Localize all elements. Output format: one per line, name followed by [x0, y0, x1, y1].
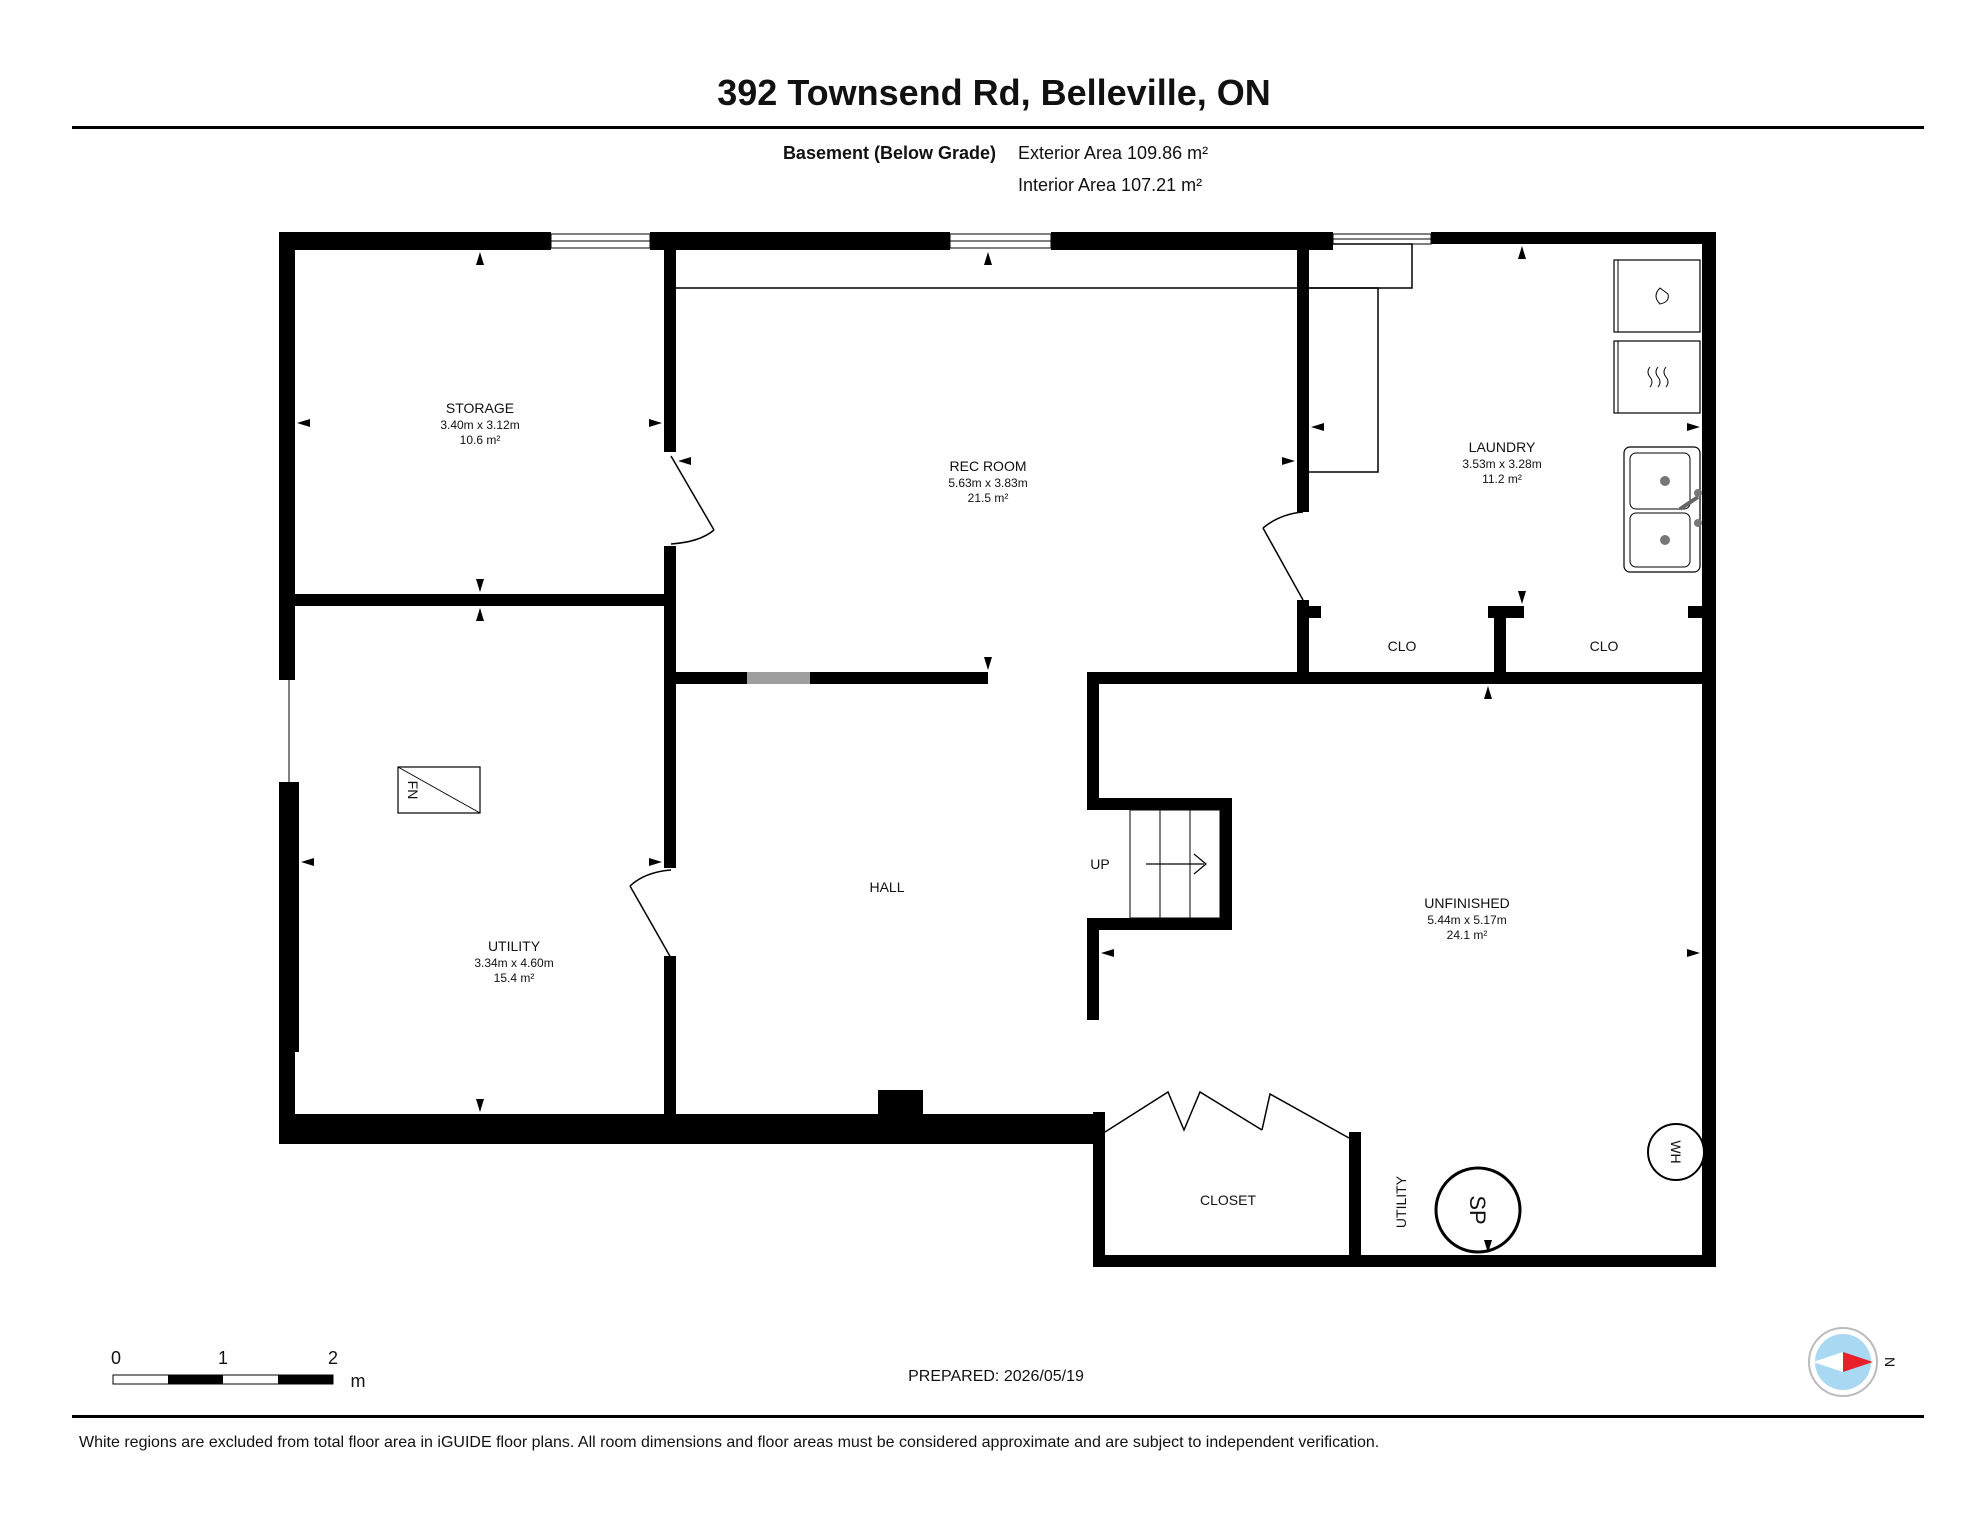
- rec-room-dims: 5.63m x 3.83m: [948, 476, 1027, 490]
- prepared-date: PREPARED: 2026/05/19: [908, 1368, 1084, 1385]
- utility-area: 15.4 m²: [494, 971, 535, 985]
- sump-pump-label: SP: [1465, 1195, 1490, 1224]
- exterior-area: Exterior Area 109.86 m²: [1018, 143, 1208, 163]
- utility-name: UTILITY: [488, 938, 541, 954]
- windows: [281, 233, 1432, 782]
- clo-2-name: CLO: [1590, 638, 1619, 654]
- walls: [279, 232, 1716, 1267]
- scale-label-0: 0: [111, 1348, 121, 1368]
- rec-room-area: 21.5 m²: [968, 491, 1009, 505]
- scale-unit: m: [351, 1371, 366, 1391]
- sump-pump-icon: [1434, 1166, 1522, 1254]
- interior-area: Interior Area 107.21 m²: [1018, 175, 1202, 195]
- footer-divider: [72, 1415, 1924, 1418]
- scale-label-2: 2: [328, 1348, 338, 1368]
- furnace-icon: [397, 766, 481, 814]
- storage-dims: 3.40m x 3.12m: [440, 418, 519, 432]
- laundry-shelf: [1309, 243, 1413, 289]
- furnace-label: FN: [405, 781, 421, 800]
- closet-name: CLOSET: [1200, 1192, 1256, 1208]
- scale-label-1: 1: [218, 1348, 228, 1368]
- unfinished-area: 24.1 m²: [1447, 928, 1488, 942]
- utility-dims: 3.34m x 4.60m: [474, 956, 553, 970]
- storage-name: STORAGE: [446, 400, 514, 416]
- title-divider: [72, 126, 1924, 129]
- compass-icon: [1808, 1327, 1878, 1397]
- clo-1-name: CLO: [1388, 638, 1417, 654]
- floor-name: Basement (Below Grade): [783, 143, 996, 163]
- dryer-icon: [1613, 340, 1701, 414]
- laundry-dims: 3.53m x 3.28m: [1462, 457, 1541, 471]
- rec-room-name: REC ROOM: [950, 458, 1027, 474]
- disclaimer: White regions are excluded from total fl…: [79, 1434, 1379, 1451]
- compass-label: N: [1882, 1357, 1898, 1367]
- unfinished-dims: 5.44m x 5.17m: [1427, 913, 1506, 927]
- unfinished-name: UNFINISHED: [1424, 895, 1510, 911]
- water-heater-icon: [1647, 1123, 1705, 1181]
- page-title: 392 Townsend Rd, Belleville, ON: [717, 72, 1270, 113]
- hall-name: HALL: [869, 879, 904, 895]
- wall-opening: [747, 672, 810, 684]
- stairs: [1129, 809, 1221, 919]
- water-heater-label: WH: [1668, 1140, 1684, 1163]
- dimension-arrows: [297, 246, 1700, 1253]
- doors: [629, 455, 1350, 1139]
- utility-small-name: UTILITY: [1393, 1175, 1409, 1228]
- laundry-counter: [1309, 287, 1379, 473]
- scale-bar: [112, 1374, 334, 1385]
- stairs-label: UP: [1090, 856, 1109, 872]
- laundry-area: 11.2 m²: [1482, 472, 1522, 486]
- storage-area: 10.6 m²: [460, 433, 501, 447]
- laundry-sink-icon: [1623, 446, 1702, 573]
- laundry-name: LAUNDRY: [1469, 439, 1536, 455]
- washer-icon: [1613, 259, 1701, 333]
